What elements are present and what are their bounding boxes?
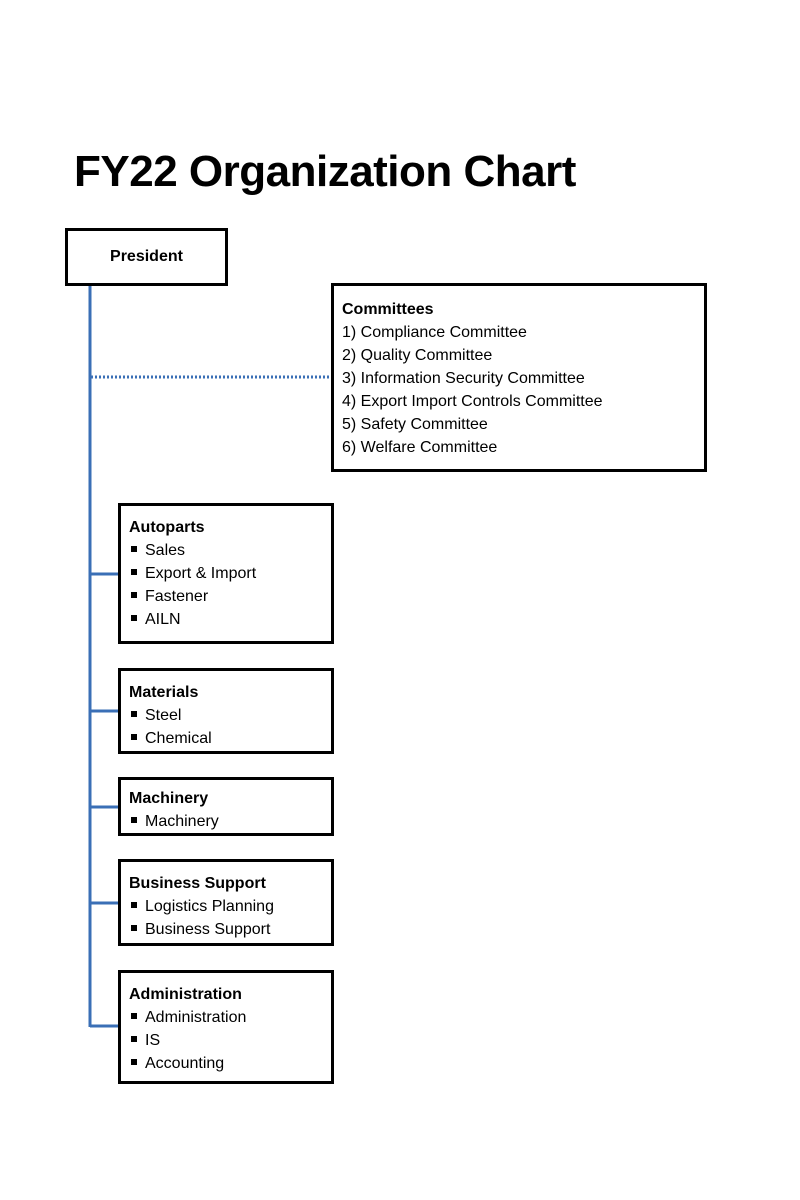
machinery-heading: Machinery xyxy=(129,790,209,807)
division-item-label: Machinery xyxy=(145,813,219,830)
division-item-label: IS xyxy=(145,1032,161,1049)
president-box: President xyxy=(65,228,228,286)
committee-item: 4) Export Import Controls Committee xyxy=(342,393,603,410)
committee-item: 3) Information Security Committee xyxy=(342,370,585,387)
division-item: Fastener xyxy=(129,585,331,608)
bullet-icon xyxy=(131,569,137,575)
bullet-icon xyxy=(131,546,137,552)
division-item: Accounting xyxy=(129,1052,331,1075)
bullet-icon xyxy=(131,734,137,740)
bullet-icon xyxy=(131,711,137,717)
business-support-heading: Business Support xyxy=(129,875,266,892)
committee-item: 2) Quality Committee xyxy=(342,347,493,364)
division-item-label: Export & Import xyxy=(145,565,257,582)
division-item: AILN xyxy=(129,608,331,631)
bullet-icon xyxy=(131,1013,137,1019)
committees-box: Committees 1) Compliance Committee 2) Qu… xyxy=(331,283,707,472)
bullet-icon xyxy=(131,902,137,908)
division-item-label: Steel xyxy=(145,707,182,724)
bullet-icon xyxy=(131,615,137,621)
materials-box: Materials Steel Chemical xyxy=(118,668,334,754)
administration-box: Administration Administration IS Account… xyxy=(118,970,334,1084)
division-item: Machinery xyxy=(129,810,331,833)
division-item-label: Administration xyxy=(145,1009,247,1026)
division-item: Steel xyxy=(129,704,331,727)
division-item-label: Sales xyxy=(145,542,186,559)
bullet-icon xyxy=(131,925,137,931)
division-item: Chemical xyxy=(129,727,331,750)
page-title: FY22 Organization Chart xyxy=(74,147,576,196)
autoparts-box: Autoparts Sales Export & Import Fastener… xyxy=(118,503,334,644)
committees-heading: Committees xyxy=(342,301,434,318)
president-label: President xyxy=(110,248,183,265)
committee-item: 5) Safety Committee xyxy=(342,416,488,433)
division-item-label: Fastener xyxy=(145,588,209,605)
division-item: Export & Import xyxy=(129,562,331,585)
division-item: IS xyxy=(129,1029,331,1052)
bullet-icon xyxy=(131,1036,137,1042)
bullet-icon xyxy=(131,1059,137,1065)
division-item-label: Logistics Planning xyxy=(145,898,274,915)
committee-item: 1) Compliance Committee xyxy=(342,324,527,341)
division-item: Logistics Planning xyxy=(129,895,331,918)
bullet-icon xyxy=(131,817,137,823)
division-item: Administration xyxy=(129,1006,331,1029)
division-item: Business Support xyxy=(129,918,331,941)
administration-heading: Administration xyxy=(129,986,242,1003)
division-item-label: AILN xyxy=(145,611,181,628)
business-support-box: Business Support Logistics Planning Busi… xyxy=(118,859,334,946)
committee-item: 6) Welfare Committee xyxy=(342,439,498,456)
materials-heading: Materials xyxy=(129,684,199,701)
division-item-label: Chemical xyxy=(145,730,212,747)
division-item: Sales xyxy=(129,539,331,562)
division-item-label: Accounting xyxy=(145,1055,225,1072)
machinery-box: Machinery Machinery xyxy=(118,777,334,836)
autoparts-heading: Autoparts xyxy=(129,519,205,536)
bullet-icon xyxy=(131,592,137,598)
division-item-label: Business Support xyxy=(145,921,271,938)
